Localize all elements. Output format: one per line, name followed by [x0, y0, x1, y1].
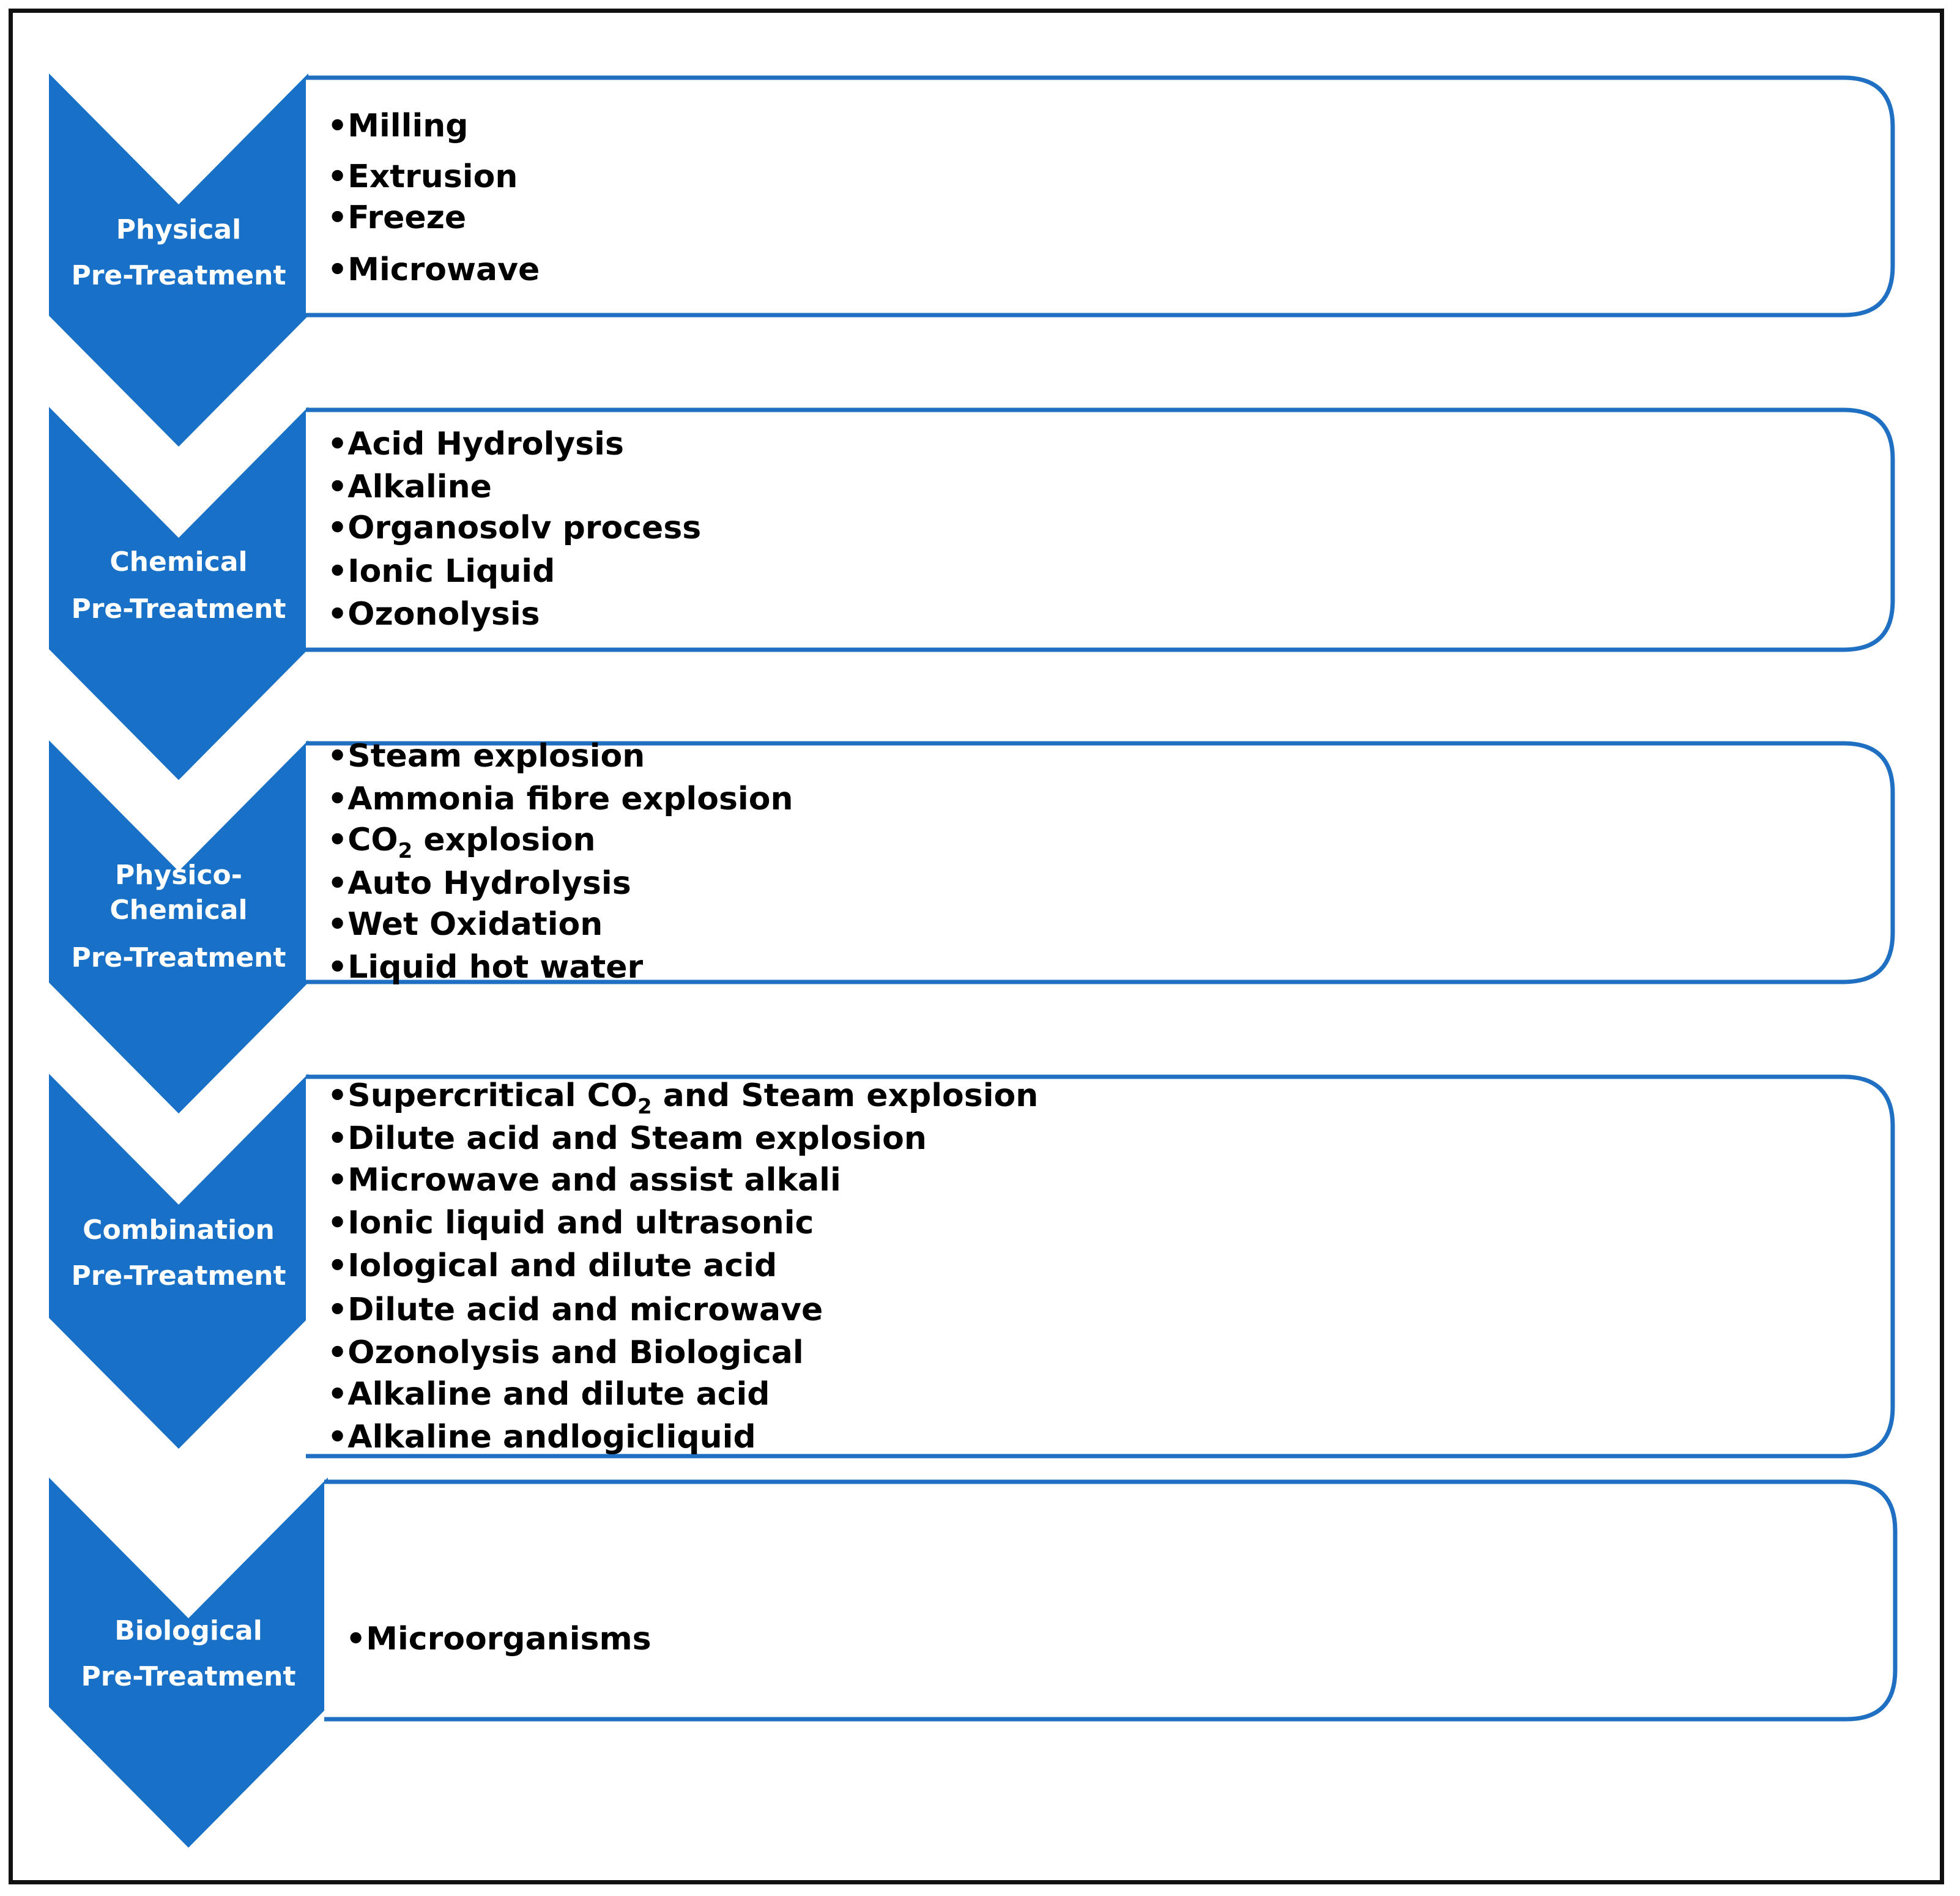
stage-items-box	[306, 407, 1895, 652]
list-item: •Organosolv process	[327, 510, 701, 546]
stage-label: Chemical	[110, 546, 247, 578]
stage-label: Pre-Treatment	[71, 593, 286, 625]
list-item: •Ozonolysis and Biological	[327, 1334, 804, 1371]
figure-frame	[9, 9, 1944, 1884]
stage-items-box	[306, 75, 1895, 318]
stage-label: Pre-Treatment	[81, 1661, 295, 1692]
stage-label: Physico-	[115, 860, 242, 891]
stage-chevron	[49, 73, 308, 447]
stage-label: Pre-Treatment	[71, 1260, 286, 1292]
list-item: •Dilute acid and Steam explosion	[327, 1120, 927, 1157]
list-item: •Steam explosion	[327, 738, 645, 775]
list-item: •CO2 explosion	[327, 822, 595, 863]
list-item: •Alkaline	[327, 469, 492, 505]
list-item: •Dilute acid and microwave	[327, 1292, 823, 1328]
stage-items-box	[306, 741, 1895, 984]
list-item: •Ionic Liquid	[327, 553, 555, 590]
stage-chevron	[49, 1478, 328, 1848]
list-item: •Ozonolysis	[327, 596, 540, 633]
list-item: •Extrusion	[327, 158, 518, 195]
list-item: •Microwave and assist alkali	[327, 1162, 841, 1199]
list-item: •Microwave	[327, 251, 540, 288]
list-item: •Iological and dilute acid	[327, 1247, 777, 1284]
stage-items-box	[306, 1074, 1895, 1459]
list-item: •Alkaline andlogicliquid	[327, 1419, 756, 1455]
list-item: •Ammonia fibre explosion	[327, 781, 793, 817]
list-item: •Ionic liquid and ultrasonic	[327, 1205, 814, 1241]
stage-chevron	[49, 740, 308, 1113]
stage-label: Pre-Treatment	[71, 942, 286, 973]
list-item: •Milling	[327, 108, 469, 144]
list-item: •Auto Hydrolysis	[327, 865, 631, 902]
stage-chevron	[49, 407, 308, 780]
list-item: •Acid Hydrolysis	[327, 426, 624, 463]
stage-label: Pre-Treatment	[71, 260, 286, 291]
list-item: •Liquid hot water	[327, 949, 644, 986]
stage-label: Biological	[114, 1615, 262, 1646]
list-item: •Wet Oxidation	[327, 906, 603, 943]
stage-label: Combination	[83, 1214, 275, 1246]
stage-chevron	[49, 1074, 308, 1449]
stage-items-box	[324, 1479, 1898, 1722]
list-item: •Alkaline and dilute acid	[327, 1376, 770, 1413]
list-item: •Supercritical CO2 and Steam explosion	[327, 1077, 1038, 1119]
list-item: •Freeze	[327, 199, 466, 236]
stage-label: Physical	[116, 214, 241, 245]
stage-label: Chemical	[110, 894, 247, 926]
list-item: •Microorganisms	[346, 1621, 651, 1657]
